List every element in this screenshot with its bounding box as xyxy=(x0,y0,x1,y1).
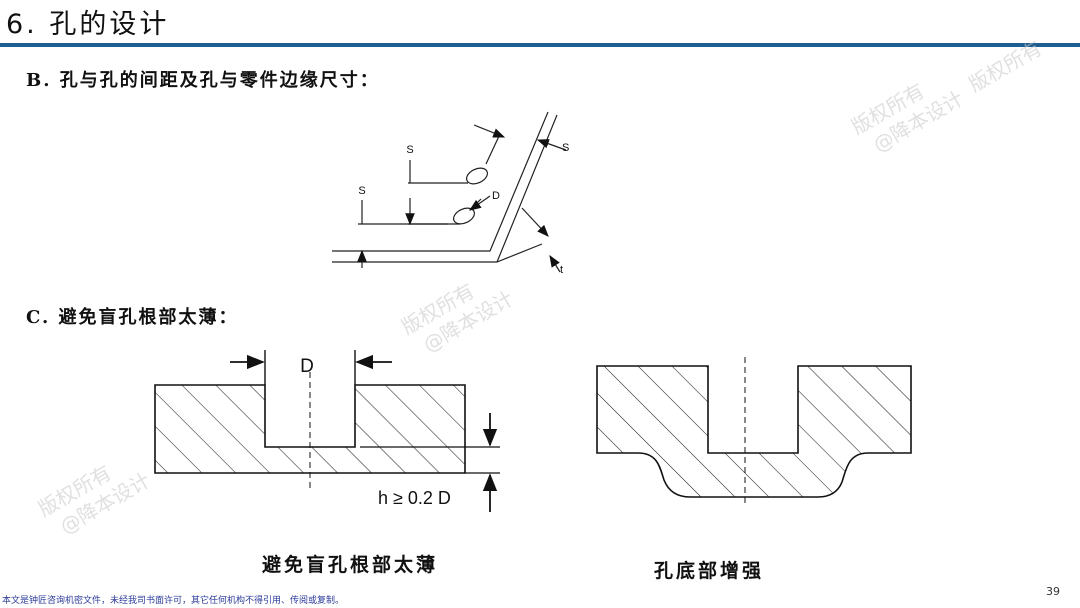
caption-thin-blind-hole: 避免盲孔根部太薄 xyxy=(262,554,439,576)
figure-b-label-s1: S xyxy=(406,144,413,156)
figure-b-bent-sheet xyxy=(332,111,567,273)
figure-b-label-s2: S xyxy=(358,185,365,197)
hole-lower xyxy=(453,207,475,225)
page-title: 6. 孔的设计 xyxy=(6,9,170,40)
watermark-bottom-left: 版权所有 @降本设计 xyxy=(34,460,154,538)
hole-upper xyxy=(466,167,488,185)
figure-c-label-h: h ≥ 0.2 D xyxy=(378,488,451,508)
watermark-top-right-2: 版权所有 xyxy=(965,36,1046,97)
section-b-heading: B. 孔与孔的间距及孔与零件边缘尺寸： xyxy=(26,70,380,91)
page-number: 39 xyxy=(1046,585,1060,598)
figure-b-label-d: D xyxy=(492,190,500,202)
figure-c-label-d: D xyxy=(300,356,314,377)
figure-b-label-t: t xyxy=(560,264,563,276)
confidentiality-footer: 本文是钟匠咨询机密文件，未经我司书面许可，其它任何机构不得引用、传阅或复制。 xyxy=(2,596,345,606)
svg-text:版权所有: 版权所有 xyxy=(965,36,1046,97)
section-c-heading: C. 避免盲孔根部太薄： xyxy=(26,307,239,328)
watermark-center: 版权所有 @降本设计 xyxy=(397,279,517,357)
title-divider xyxy=(0,43,1080,47)
figure-c-thin-blind-hole xyxy=(154,350,500,512)
caption-reinforced-bottom: 孔底部增强 xyxy=(654,560,765,582)
figure-c-reinforced-bottom xyxy=(596,357,912,506)
figure-b-label-s3: S xyxy=(562,142,569,154)
watermark-top-right: 版权所有 @降本设计 xyxy=(847,79,967,157)
